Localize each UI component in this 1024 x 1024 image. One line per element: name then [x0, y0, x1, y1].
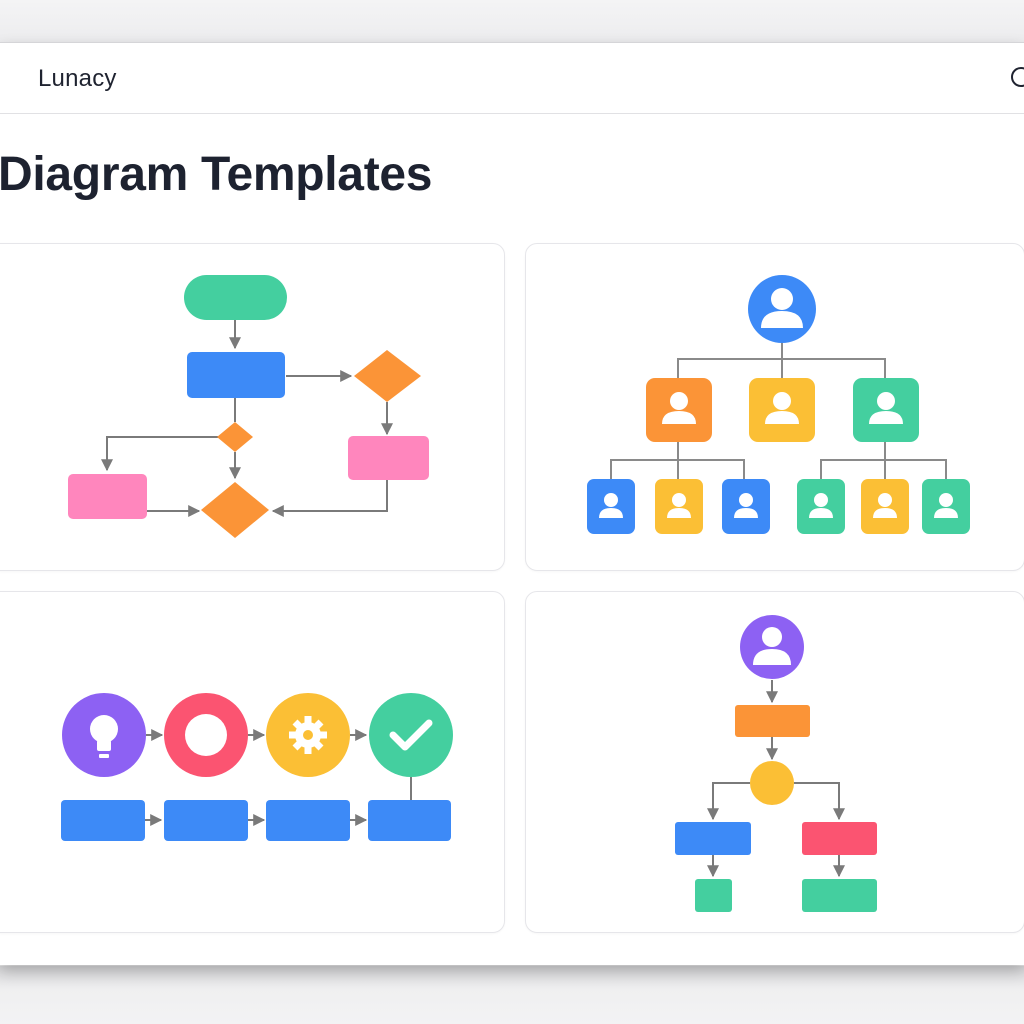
flow-small-decision-node: [217, 422, 253, 452]
template-card-flowchart[interactable]: [0, 243, 505, 571]
flowchart-thumbnail: [68, 275, 429, 538]
flow-output-node-right: [348, 436, 429, 480]
flow-output-node-left: [68, 474, 147, 519]
process-step-box: [368, 800, 451, 841]
org-manager-node: [853, 378, 919, 442]
org-staff-node: [587, 479, 635, 534]
process-step-box: [61, 800, 145, 841]
person-icon: [740, 615, 804, 679]
tree-left-leaf-node: [695, 879, 732, 912]
org-chart-thumbnail: [587, 275, 970, 534]
flow-merge-node: [201, 482, 269, 538]
org-manager-node: [646, 378, 712, 442]
tree-process-node: [735, 705, 810, 737]
org-staff-node: [722, 479, 770, 534]
lightbulb-icon: [62, 693, 146, 777]
top-bar: Lunacy: [0, 43, 1024, 114]
decision-tree-thumbnail: [675, 615, 877, 912]
gear-icon: [266, 693, 350, 777]
template-card-process-flow[interactable]: [0, 591, 505, 933]
tree-left-branch-node: [675, 822, 751, 855]
org-staff-node: [861, 479, 909, 534]
app-name: Lunacy: [38, 65, 117, 92]
org-root-node: [748, 275, 816, 343]
tree-decision-node: [750, 761, 794, 805]
page-title: Diagram Templates: [0, 148, 433, 201]
tree-right-branch-node: [802, 822, 877, 855]
template-card-org-chart[interactable]: [525, 243, 1024, 571]
org-staff-node: [797, 479, 845, 534]
template-card-decision-tree[interactable]: [525, 591, 1024, 933]
check-icon: [369, 693, 453, 777]
org-staff-node: [922, 479, 970, 534]
org-staff-node: [655, 479, 703, 534]
app-window: Lunacy Diagram Templates: [0, 42, 1024, 965]
backdrop-top: [0, 0, 1024, 44]
ring-icon: [164, 693, 248, 777]
process-flow-thumbnail: [61, 693, 453, 841]
tree-right-leaf-node: [802, 879, 877, 912]
search-icon[interactable]: [1008, 65, 1024, 93]
process-step-box: [266, 800, 350, 841]
flow-decision-node: [354, 350, 421, 402]
flow-start-node: [184, 275, 287, 320]
process-step-box: [164, 800, 248, 841]
org-manager-node: [749, 378, 815, 442]
flow-process-node: [187, 352, 285, 398]
backdrop-bottom: [0, 966, 1024, 1024]
